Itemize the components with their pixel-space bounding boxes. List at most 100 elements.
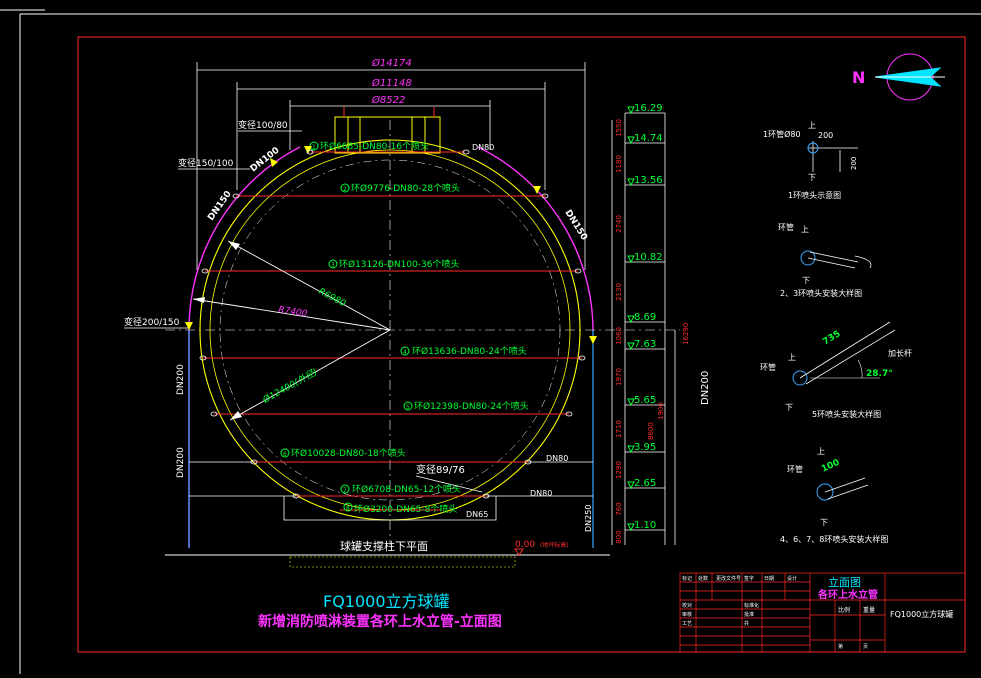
reducer-89-76: 变径89/76 — [416, 463, 465, 476]
radius-label-1: R6980 — [317, 287, 348, 310]
detail2-down: 下 — [802, 276, 810, 285]
top-dim-2: Ø11148 — [371, 77, 412, 89]
title-block-cell: 设计 — [787, 575, 797, 582]
conn-8-loop — [283, 496, 497, 521]
ring-text-3: 环Ø13126-DN100-36个喷头 — [339, 259, 460, 270]
detail-1: 1环管Ø80 200 200 上 下 1环喷头示意图 — [763, 121, 858, 200]
radius-label-2: R7400 — [278, 305, 309, 319]
detail4-title: 4、6、7、8环喷头安装大样图 — [780, 534, 888, 544]
elevation-marker — [627, 255, 635, 264]
elevation-marker — [627, 481, 635, 490]
title-block-frame — [679, 572, 966, 653]
title-block-cell: 签字 — [744, 575, 754, 582]
spray-rings — [203, 151, 582, 511]
ground-plane: 球罐支撑柱下平面 0.00 (地坪标高) — [165, 539, 610, 568]
drawing-frame — [77, 36, 966, 653]
level-dimension: 2130 — [615, 283, 623, 301]
radius-lines — [192, 240, 391, 421]
elevation-value: 8.69 — [634, 312, 656, 323]
ring-num-circle-6 — [280, 448, 290, 458]
ring-num-circle-2 — [340, 183, 350, 193]
reducer-mark-2 — [270, 158, 278, 167]
title-block-cell: 更改文件号 — [716, 575, 741, 582]
level-dimension: 2740 — [615, 215, 623, 233]
top-nozzle-frame — [334, 116, 441, 154]
level-dimension: 760 — [615, 502, 623, 515]
level-dimension: 1180 — [615, 155, 623, 173]
detail2-pipe: 环管 — [778, 222, 794, 232]
title-block-cell: 处数 — [698, 575, 708, 582]
ground-hatch — [289, 556, 516, 568]
reducer-200-150: 变径200/150 — [124, 316, 180, 328]
reducer-mark-3 — [185, 322, 193, 330]
elevation-value: 7.63 — [634, 339, 656, 350]
reducer-89-76-leader — [415, 475, 483, 493]
detail3-ring — [792, 370, 808, 386]
ring-num-2: 2 — [343, 186, 347, 193]
title-block-cell: 共 — [744, 620, 749, 627]
pipe-dn80-r7: DN80 — [530, 489, 552, 498]
title-block-cell: 工艺 — [682, 621, 692, 627]
top-nozzles — [334, 107, 441, 154]
north-arrow: N — [852, 53, 945, 101]
radius-arrow-1 — [228, 241, 240, 250]
riser-arc-right — [477, 146, 594, 331]
pipe-dn250: DN250 — [584, 505, 593, 532]
north-label: N — [852, 68, 865, 87]
ring-text-6: 环Ø10028-DN80-18个喷头 — [291, 448, 406, 459]
elevation-value: 5.65 — [634, 395, 656, 406]
detail3-ext: 加长杆 — [888, 348, 912, 358]
detail2-title: 2、3环喷头安装大样图 — [780, 288, 862, 298]
tb-drawing-name: 立面图 — [828, 575, 861, 589]
reducer-100-80: 变径100/80 — [238, 119, 288, 131]
detail3-title: 5环喷头安装大样图 — [812, 409, 881, 419]
ring-num-6: 6 — [283, 451, 287, 458]
radius-line-2 — [192, 298, 391, 331]
zero-note: (地坪标高) — [540, 541, 569, 549]
pipe-dn200-b: DN200 — [176, 447, 186, 478]
ring-num-circle-8 — [343, 502, 353, 512]
detail2-ring — [800, 250, 816, 266]
detail4-len: 100 — [820, 458, 841, 475]
elevation-value: 1.10 — [634, 520, 656, 531]
detail4-pipe: 环管 — [787, 464, 803, 474]
ring-text-5: 环Ø12398-DN80-24个喷头 — [414, 401, 529, 412]
title-block — [679, 572, 966, 653]
title-block-cell: 审核 — [682, 611, 692, 618]
detail-2: 环管 上 下 2、3环喷头安装大样图 — [778, 222, 872, 298]
ring-num-4: 4 — [403, 349, 407, 356]
title-block-cell: 标记 — [682, 575, 692, 582]
ring-text-2: 环Ø9776-DN80-28个喷头 — [351, 183, 460, 194]
elevation-marker — [627, 398, 635, 407]
title-block-cell: 页 — [863, 644, 868, 650]
top-dim-1: Ø14174 — [371, 57, 412, 69]
detail3-ang: 28.7° — [866, 369, 893, 379]
detail4-ring — [816, 483, 834, 501]
ring-num-circle-5 — [403, 401, 413, 411]
ring-num-circle-7 — [340, 484, 350, 494]
detail1-up: 上 — [808, 121, 816, 130]
ring-text-4: 环Ø13636-DN80-24个喷头 — [412, 346, 527, 357]
nozzle-marks — [199, 149, 586, 499]
detail1-ring — [807, 142, 819, 154]
detail4-up: 上 — [817, 447, 825, 456]
detail3-len: 735 — [821, 329, 842, 347]
tb-qty: 重量 — [863, 606, 875, 614]
elevation-value: 13.56 — [634, 175, 663, 186]
ring-text-8: 环Ø3200-DN65-8个喷头 — [354, 504, 457, 515]
ring-num-7: 7 — [343, 487, 347, 494]
radius-arrow-3 — [230, 411, 242, 420]
tb-scale: 比例 — [838, 606, 850, 614]
title-block-labels: 标记处数更改文件号签字日期设计校对审核工艺标准化批准共第页 — [682, 575, 868, 650]
reducer-150-100: 变径150/100 — [178, 157, 234, 169]
main-title: FQ1000立方球罐 — [323, 592, 450, 611]
zero-marker — [514, 548, 524, 556]
radius-line-3 — [229, 329, 391, 421]
elevation-value: 16.29 — [634, 103, 663, 114]
detail3-up: 上 — [788, 353, 796, 362]
elevation-marker — [627, 136, 635, 145]
elevation-value: 10.82 — [634, 252, 663, 263]
detail1-pipe: 1环管Ø80 — [763, 129, 801, 139]
zero-elevation: 0.00 — [515, 540, 535, 550]
